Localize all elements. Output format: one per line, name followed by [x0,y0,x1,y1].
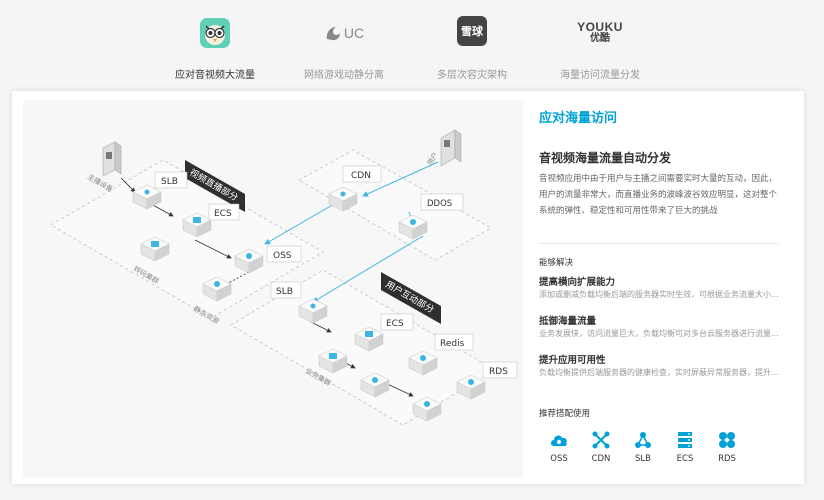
solve-label: 能够解决 [539,258,574,268]
node-rds: RDS [456,361,518,400]
side-subtitle: 音视频海量流量自动分发 [539,151,672,165]
node-label: SLB [161,177,178,187]
side-title: 应对海量访问 [539,111,618,126]
product-label: SLB [635,454,651,464]
divider [539,243,779,244]
video-region [50,159,324,319]
recommend-label: 推荐搭配使用 [539,409,591,419]
tab-audio-video[interactable]: 应对音视频大流量 [150,12,280,86]
youku-logo-text: YOUKU [577,20,623,34]
oss-cloud-icon [539,430,579,450]
owl-app-logo [198,16,232,50]
tab-game[interactable]: UC 网络游戏动静分离 [279,12,409,86]
tab-label: 多层次容灾架构 [437,70,507,81]
product-oss[interactable]: OSS [539,430,579,464]
ecs-server-icon [665,430,705,450]
uc-logo-text: UC [343,25,365,41]
anchor-device: 主播设备 [86,141,122,194]
capability-desc: 添加或删减负载均衡后端的服务器实时生效，可根据业务流量大小... [539,290,779,299]
slb-nodes-icon [623,430,663,450]
youku-logo: YOUKU 优酷 [570,16,630,50]
node-label: CDN [351,171,371,181]
product-label: CDN [591,454,611,464]
product-rds[interactable]: RDS [707,430,747,464]
side-panel: 应对海量访问 音视频海量流量自动分发 音视频应用中由于用户与主播之间需要实时大量… [539,91,791,484]
solution-card: 视频直播部分 用户互动部分 主播设备 用户 [12,91,804,484]
cdn-network-icon [581,430,621,450]
node-oss: OSS [234,245,302,274]
node-ecs-user: ECS [354,313,414,352]
capability-title: 提高横向扩展能力 [539,277,616,288]
node-slb-video: SLB [132,171,188,210]
product-ecs[interactable]: ECS [665,430,705,464]
anchor-label: 主播设备 [86,172,115,194]
node-redis: Redis [408,333,474,376]
architecture-diagram: 视频直播部分 用户互动部分 主播设备 用户 [23,100,523,478]
tab-traffic[interactable]: YOUKU 优酷 海量访问流量分发 [535,12,665,86]
product-label: RDS [718,454,736,464]
xueqiu-logo: 雪球 [457,16,487,46]
xueqiu-logo-text: 雪球 [461,25,483,38]
tab-disaster[interactable]: 雪球 多层次容灾架构 [407,12,537,86]
node-label: OSS [273,251,292,261]
product-slb[interactable]: SLB [623,430,663,464]
node-cdn: CDN [328,165,382,212]
side-description: 音视频应用中由于用户与主播之间需要实时大量的互动，因此，用户的流量非常大，而直播… [539,174,778,216]
node-label: SLB [276,287,293,297]
tab-label: 网络游戏动静分离 [304,70,384,81]
capability-desc: 业务发展快，访问流量巨大，负载均衡可对多台云服务器进行流量... [539,329,779,338]
user-device: 用户 [425,129,462,167]
node-label: ECS [214,209,232,219]
uc-logo: UC [314,16,374,50]
node-rds-a [360,372,390,398]
capability-title: 提升应用可用性 [539,355,606,366]
tab-label: 海量访问流量分发 [560,70,640,81]
product-cdn[interactable]: CDN [581,430,621,464]
node-rds-b [412,396,442,422]
youku-logo-sub: 优酷 [590,33,610,44]
node-ecs-video: ECS [182,203,240,238]
product-label: ECS [676,454,694,464]
node-ddos: DDOS [398,193,464,240]
capability-desc: 负载均衡提供后端服务器的健康检查，实时屏蔽异常服务器，提升... [539,368,779,377]
node-slb-user: SLB [270,281,328,324]
rds-database-icon [707,430,747,450]
node-label: RDS [489,367,508,377]
tab-label: 应对音视频大流量 [175,70,255,81]
capability-title: 抵御海量流量 [539,316,597,327]
node-label: Redis [440,339,465,349]
product-label: OSS [550,454,568,464]
node-label: DDOS [427,199,452,209]
solution-tabs: 应对音视频大流量 UC 网络游戏动静分离 雪球 多层次容灾架构 YOUKU 优酷… [0,0,824,88]
node-label: ECS [386,319,404,329]
